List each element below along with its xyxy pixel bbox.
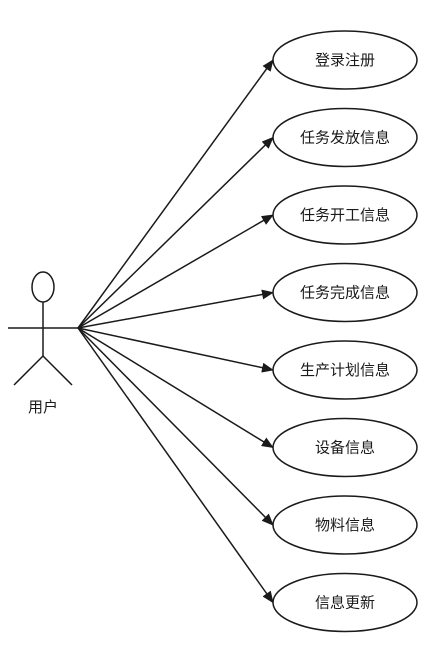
- use-case-label: 生产计划信息: [300, 361, 390, 379]
- use-case-label: 任务开工信息: [300, 206, 390, 224]
- use-case-label: 物料信息: [315, 516, 375, 534]
- use-case-ellipse: [272, 417, 418, 478]
- use-case-label: 登录注册: [315, 51, 375, 69]
- use-case[interactable]: 登录注册: [272, 30, 418, 90]
- use-case-ellipse: [272, 495, 418, 555]
- use-case-ellipse: [272, 30, 418, 90]
- use-case-ellipse: [272, 185, 418, 245]
- use-case[interactable]: 生产计划信息: [272, 340, 418, 400]
- actor-left-leg: [13, 355, 44, 386]
- association-arrow: [77, 214, 274, 329]
- actor-user[interactable]: 用户: [8, 271, 78, 416]
- use-case-label: 任务完成信息: [300, 284, 390, 302]
- actor-right-leg: [42, 355, 73, 386]
- use-case-label: 任务发放信息: [300, 129, 390, 147]
- use-case-ellipse: [272, 262, 418, 323]
- actor-head: [31, 271, 55, 303]
- association-arrow: [77, 327, 274, 604]
- association-arrow: [77, 289, 274, 329]
- use-case-ellipse: [272, 340, 418, 400]
- use-case[interactable]: 物料信息: [272, 495, 418, 555]
- use-case-label: 设备信息: [315, 439, 375, 457]
- use-case-ellipse: [272, 572, 418, 633]
- use-case[interactable]: 任务开工信息: [272, 185, 418, 245]
- use-case[interactable]: 任务完成信息: [272, 262, 418, 323]
- association-arrow: [77, 59, 274, 329]
- association-arrow: [77, 136, 274, 329]
- use-case-label: 信息更新: [315, 594, 375, 612]
- association-arrow: [77, 327, 274, 449]
- use-case-ellipse: [272, 107, 418, 168]
- association-arrow: [77, 327, 274, 526]
- associations: [77, 59, 274, 604]
- use-case[interactable]: 任务发放信息: [272, 107, 418, 168]
- use-case[interactable]: 设备信息: [272, 417, 418, 478]
- association-arrow: [77, 327, 274, 373]
- use-case[interactable]: 信息更新: [272, 572, 418, 633]
- actor-label: 用户: [28, 398, 58, 416]
